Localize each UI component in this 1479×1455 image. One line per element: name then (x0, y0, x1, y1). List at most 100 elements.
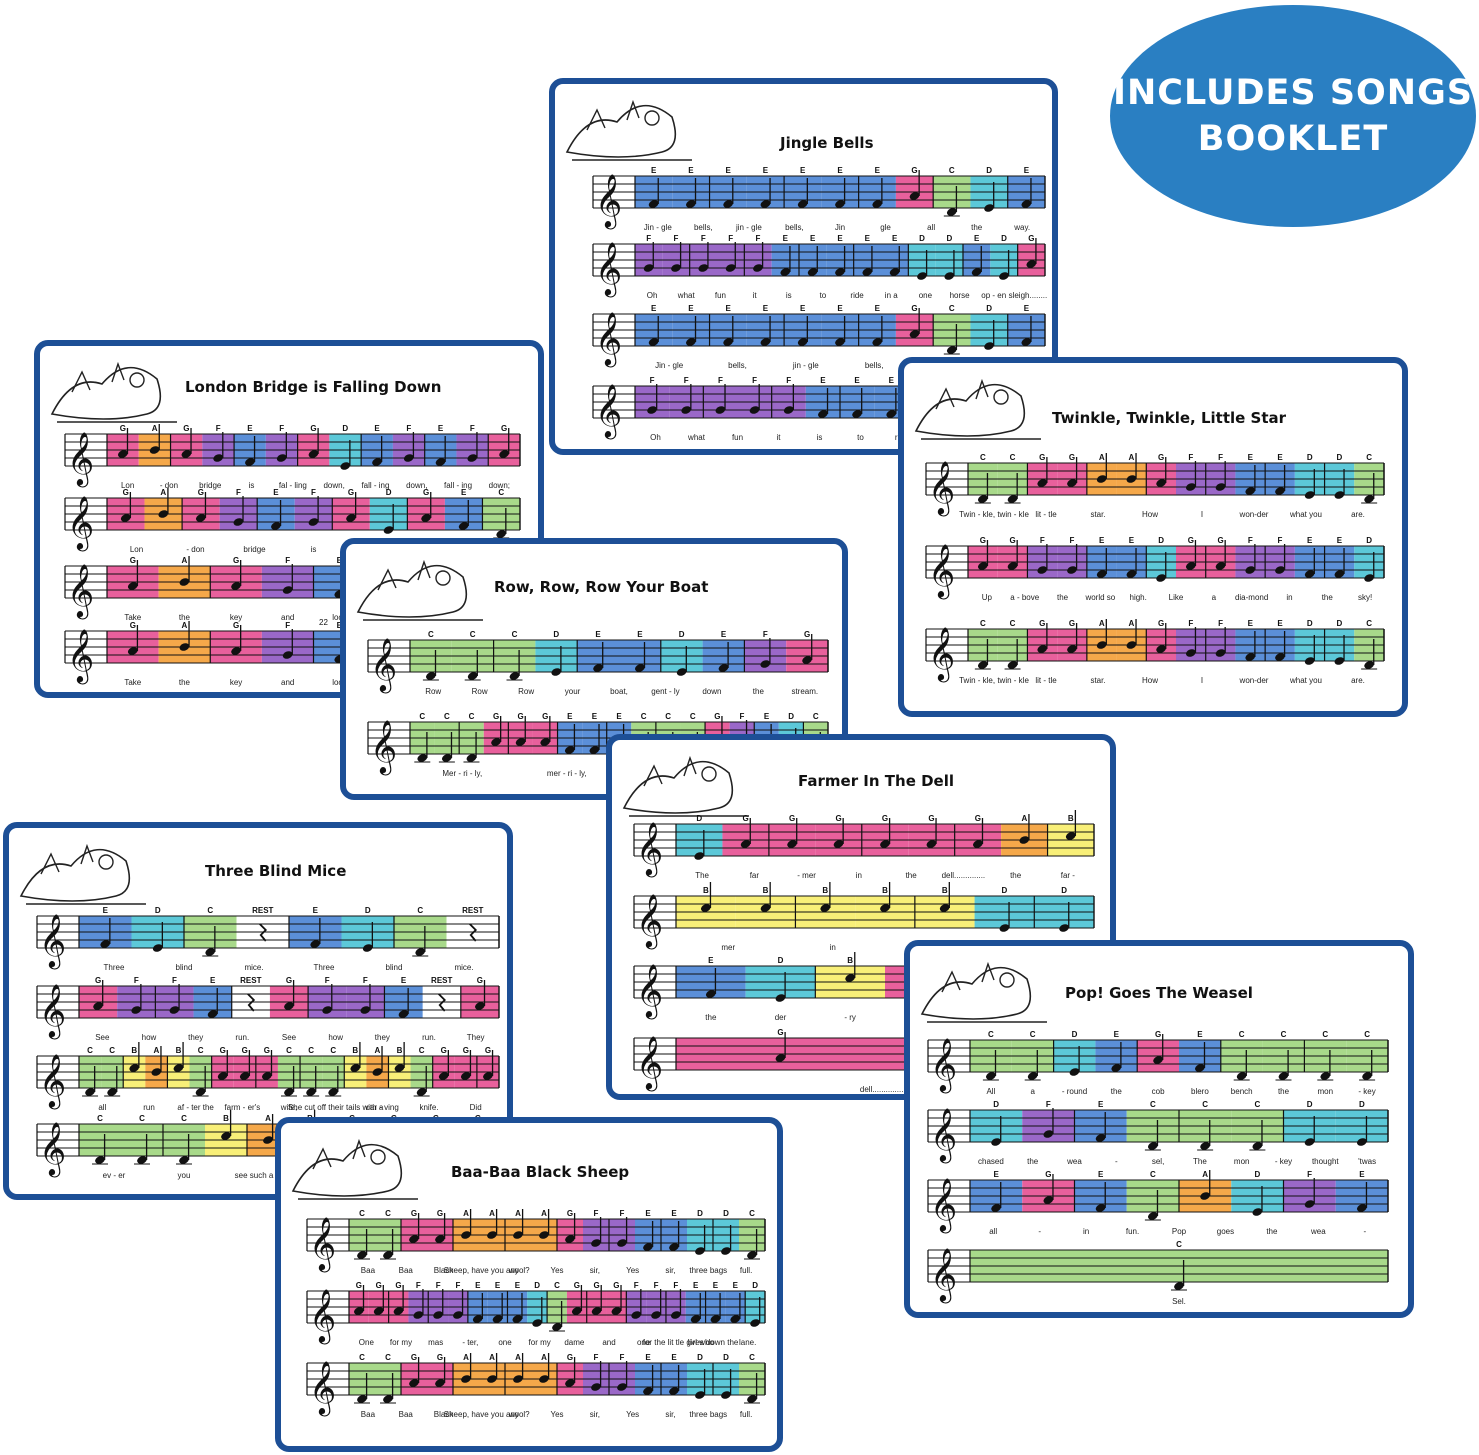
lyric-word: - ter, (462, 1338, 478, 1347)
note-letter: E (800, 304, 806, 313)
note-letter: E (461, 488, 467, 497)
lyric-word: bells, (785, 223, 804, 232)
note-letter: C (980, 453, 986, 462)
note-letter: B (763, 886, 769, 895)
note-letter: C (512, 630, 518, 639)
lyric-word: the (753, 687, 765, 696)
note-letter: E (1277, 453, 1283, 462)
lyric-word: three bags (689, 1266, 727, 1275)
lyric-word: wea (1066, 1157, 1082, 1166)
note-letter: E (595, 630, 601, 639)
lyric-word: three bags (689, 1410, 727, 1419)
lyric-word: in (830, 943, 836, 952)
note-letter: E (889, 376, 895, 385)
treble-clef-icon: 𝄞 (39, 1121, 66, 1177)
note-letter: G (220, 1046, 226, 1055)
note-letter: E (567, 712, 573, 721)
lyric-word: in (1083, 1227, 1089, 1236)
treble-clef-icon: 𝄞 (928, 626, 955, 682)
lyric-word: bridge (199, 481, 222, 490)
note-letter: G (501, 424, 507, 433)
lyric-word: in (1286, 593, 1292, 602)
note-letter: E (1359, 1170, 1365, 1179)
note-letter: G (1045, 1170, 1051, 1179)
note-letter: C (690, 712, 696, 721)
lyric-word: sel, (1152, 1157, 1164, 1166)
note-letter: F (701, 234, 706, 243)
treble-clef-icon: 𝄞 (595, 241, 622, 297)
lyric-word: Pop (1172, 1227, 1187, 1236)
lyric-word: bridge (243, 545, 266, 554)
note-letter: G (437, 1209, 443, 1218)
note-letter: F (236, 488, 241, 497)
lyric-word: sky! (1358, 593, 1372, 602)
note-letter: G (1158, 619, 1164, 628)
lyric-word: is (817, 433, 823, 442)
lyric-word: run (143, 1103, 155, 1112)
song-title: Twinkle, Twinkle, Little Star (1052, 409, 1287, 427)
note-letter: A (1021, 814, 1027, 823)
lyric-word: to (857, 433, 864, 442)
lyric-word: way. (1013, 223, 1030, 232)
rowing-sailor-illustration (356, 559, 483, 621)
lyric-word: it (777, 433, 782, 442)
note-letter: G (348, 488, 354, 497)
note-letter: F (436, 1281, 441, 1290)
lyric-word: - round (1062, 1087, 1087, 1096)
lyric-word: Three (104, 963, 125, 972)
lyric-word: Take (124, 678, 141, 687)
note-letter: C (419, 712, 425, 721)
lyric-word: Row (425, 687, 441, 696)
note-letter: F (1188, 453, 1193, 462)
lyric-word: all (927, 223, 935, 232)
lyric-word: Baa (361, 1266, 376, 1275)
lyric-word: Sheep, have you any (444, 1266, 519, 1275)
note-letter: E (671, 1353, 677, 1362)
note-letter: E (645, 1353, 651, 1362)
note-letter: G (264, 1046, 270, 1055)
lyric-word: - ry (844, 1013, 856, 1022)
note-letter: F (285, 621, 290, 630)
lyric-word: mer - ri - ly, (547, 769, 587, 778)
note-letter: C (139, 1114, 145, 1123)
note-letter: C (498, 488, 504, 497)
note-letter: G (789, 814, 795, 823)
note-letter: E (671, 1209, 677, 1218)
note-letter: D (679, 630, 685, 639)
lyric-word: star. (1090, 676, 1105, 685)
note-letter: A (489, 1353, 495, 1362)
note-letter: G (975, 814, 981, 823)
lyric-word: a (1030, 1087, 1035, 1096)
note-letter: F (470, 424, 475, 433)
lyric-word: Take (124, 613, 141, 622)
note-letter: F (728, 234, 733, 243)
treble-clef-icon: 𝄞 (370, 719, 397, 775)
lyric-word: wife; (280, 1103, 297, 1112)
lyric-word: Twin - kle, twin - kle (959, 510, 1029, 519)
note-letter: E (1099, 536, 1105, 545)
lyric-word: How (1142, 510, 1158, 519)
note-letter: G (567, 1353, 573, 1362)
note-letter: G (395, 1281, 401, 1290)
treble-clef-icon: 𝄞 (309, 1216, 336, 1272)
note-letter: D (993, 1100, 999, 1109)
lyric-word: down; (489, 481, 510, 490)
note-letter: C (749, 1353, 755, 1362)
note-letter: C (1254, 1100, 1260, 1109)
note-letter: G (980, 536, 986, 545)
treble-clef-icon: 𝄞 (928, 460, 955, 516)
note-letter: C (330, 1046, 336, 1055)
note-letter: F (594, 1209, 599, 1218)
note-letter: G (1028, 234, 1034, 243)
lyric-word: lit - tle (1035, 676, 1057, 685)
note-letter: E (721, 630, 727, 639)
